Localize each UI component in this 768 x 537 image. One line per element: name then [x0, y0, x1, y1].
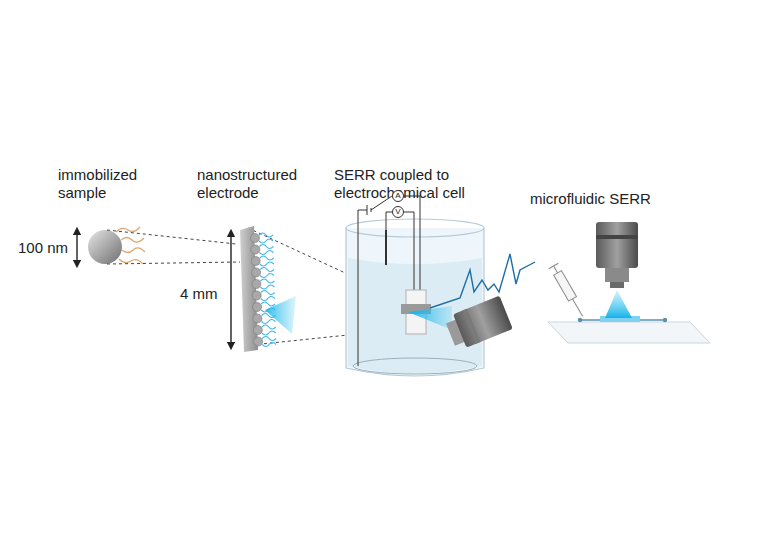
- molecule-strand: [262, 325, 276, 335]
- molecule-strand: [262, 337, 276, 347]
- molecule-strand: [259, 245, 273, 255]
- molecule-strand: [261, 291, 275, 301]
- meter-symbol: A: [395, 192, 400, 200]
- molecule-strand: [260, 256, 274, 266]
- molecule-strand: [259, 233, 273, 243]
- nanoparticle: [252, 280, 261, 289]
- electrode-label: nanostructured electrode: [197, 166, 317, 202]
- molecule-strand: [260, 268, 274, 278]
- dimension-label: 100 nm: [18, 239, 78, 257]
- nanoparticle: [251, 234, 260, 243]
- nanoparticle: [254, 337, 263, 346]
- nanoparticle: [253, 303, 262, 312]
- meter-circle: A: [392, 190, 404, 202]
- nanoparticle: [252, 268, 261, 277]
- molecule-strand: [260, 279, 274, 289]
- meter-symbol: V: [395, 208, 400, 216]
- cell-label: SERR coupled to electrochemical cell: [334, 166, 499, 202]
- nanoparticle: [253, 326, 262, 335]
- nanoparticle: [251, 245, 260, 254]
- nanoparticle: [251, 257, 260, 266]
- nanoparticle: [252, 291, 261, 300]
- microfluidic-label: microfluidic SERR: [530, 190, 690, 208]
- sample-label: immobilized sample: [58, 166, 158, 202]
- dimension-label: 4 mm: [180, 285, 230, 303]
- meter-circle: V: [392, 206, 404, 218]
- nanoparticle: [253, 314, 262, 323]
